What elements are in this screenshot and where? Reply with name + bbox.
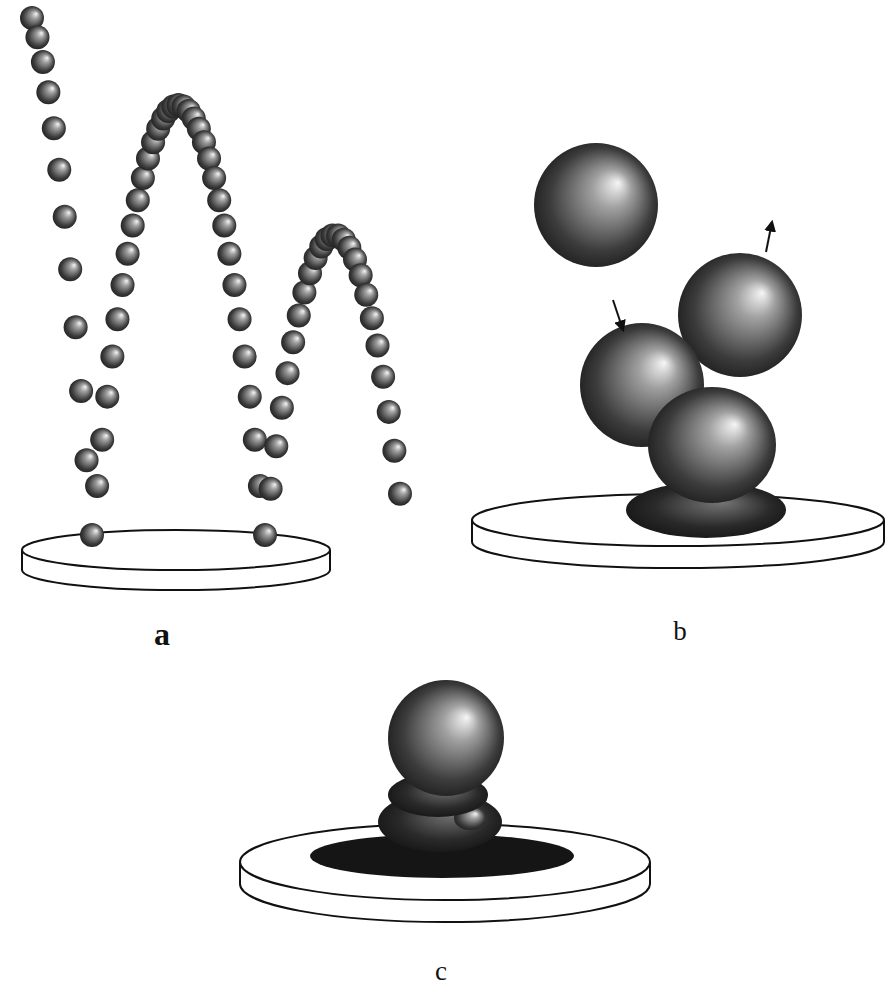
drop-snapshot	[233, 344, 257, 368]
drop-snapshot	[388, 482, 412, 506]
drop-snapshot	[116, 242, 140, 266]
drop-snapshot	[207, 188, 231, 212]
falling-droplet	[534, 143, 658, 267]
bouncing-drop-trajectory	[20, 6, 412, 547]
panel-label: a	[154, 618, 170, 650]
drop-snapshot	[371, 365, 395, 389]
drop-snapshot	[31, 50, 55, 74]
plate-a	[22, 530, 330, 590]
drop-snapshot	[360, 306, 384, 330]
drop-snapshot	[95, 385, 119, 409]
drop-snapshot	[47, 158, 71, 182]
drop-snapshot	[270, 396, 294, 420]
drop-snapshot	[58, 257, 82, 281]
panel-label: c	[435, 958, 447, 985]
drop-snapshot	[276, 361, 300, 385]
drop-snapshot	[25, 25, 49, 49]
drop-snapshot	[64, 315, 88, 339]
up-arrow	[766, 222, 772, 252]
drop-snapshot	[126, 188, 150, 212]
drop-snapshot	[253, 523, 277, 547]
drop-snapshot	[354, 283, 378, 307]
drop-snapshot	[75, 448, 99, 472]
drop-snapshot	[36, 80, 60, 104]
drop-snapshot	[238, 385, 262, 409]
drop-snapshot	[228, 307, 252, 331]
drop-snapshot	[377, 400, 401, 424]
drop-snapshot	[42, 116, 66, 140]
drop-snapshot	[243, 428, 267, 452]
drop-snapshot	[287, 303, 311, 327]
panel-label: b	[673, 618, 687, 645]
drop-snapshot	[366, 334, 390, 358]
drop-snapshot	[264, 434, 288, 458]
drop-snapshot	[100, 344, 124, 368]
drop-snapshot	[121, 214, 145, 238]
drop-snapshot	[105, 307, 129, 331]
drop-snapshot	[222, 273, 246, 297]
drop-snapshot	[53, 205, 77, 229]
stacked-droplet	[388, 680, 504, 796]
drop-snapshot	[69, 379, 93, 403]
drop-snapshot	[281, 330, 305, 354]
drop-snapshot	[217, 242, 241, 266]
drop-snapshot	[202, 166, 226, 190]
drop-snapshot	[111, 273, 135, 297]
drop-snapshot	[85, 474, 109, 498]
deformed-droplet	[648, 387, 776, 503]
drop-snapshot	[382, 439, 406, 463]
down-arrow	[613, 300, 623, 330]
drop-snapshot	[212, 214, 236, 238]
drop-snapshot	[80, 523, 104, 547]
drop-snapshot	[259, 477, 283, 501]
drop-snapshot	[90, 428, 114, 452]
